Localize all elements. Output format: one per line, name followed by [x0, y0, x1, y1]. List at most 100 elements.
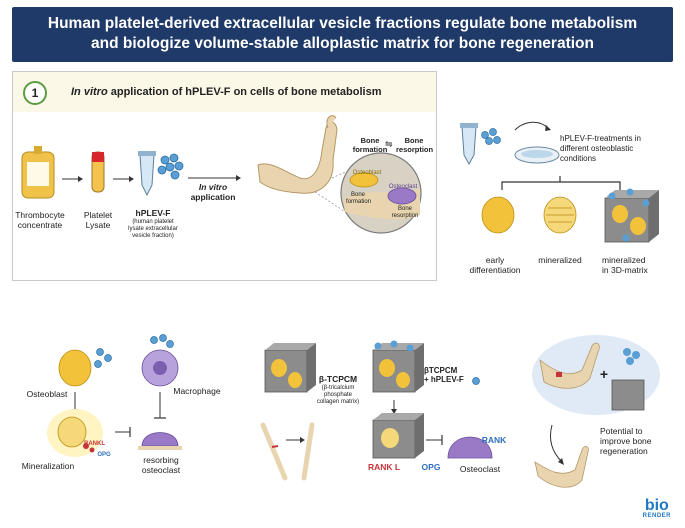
- early-osteoblast-icon: [481, 196, 515, 234]
- p4-osteoclast-label: Osteoclast: [459, 464, 501, 474]
- panel-1-heading: In vitro application of hPLEV-F on cells…: [71, 85, 416, 99]
- blood-bag-icon: [21, 146, 55, 199]
- p3-rankl-label: RANKL: [84, 441, 105, 447]
- hplev-sub-3: vesicle fraction): [132, 233, 174, 239]
- lysate-tube-icon: [91, 151, 105, 193]
- p3-opg-label: OPG: [97, 452, 111, 458]
- potential-label: Potential to improve bone regeneration: [600, 426, 670, 456]
- panel-1-heading-em: In vitro: [71, 86, 108, 98]
- title-banner: Human platelet-derived extracellular ves…: [12, 7, 673, 62]
- biorender-bio: bio: [644, 497, 669, 514]
- mineralizing-osteoblast-icon: [47, 409, 103, 457]
- thrombocyte-line-1: Thrombocyte: [15, 210, 65, 220]
- btcpcm-sub-2: phosphate: [323, 392, 353, 398]
- vesicle-icon: [472, 377, 480, 385]
- bone2-label: Bone: [404, 136, 424, 145]
- equilibrium-arrows-icon: ⇋: [385, 139, 393, 149]
- p3-mineralization-label: Mineralization: [21, 461, 75, 471]
- panel-1-header: [13, 72, 436, 112]
- vesicle-cluster-icon: [157, 153, 184, 180]
- plus-hplev-label: + hPLEV-F: [424, 375, 464, 384]
- btcpcm-sub-3: collagen matrix): [316, 399, 360, 405]
- zoom-osteoclast-label: Osteoclast: [388, 184, 418, 190]
- treatment-line-1: hPLEV-F-treatments in: [560, 134, 641, 143]
- panel-1-heading-rest: application of hPLEV-F on cells of bone …: [107, 86, 382, 98]
- potential-line-1: Potential to: [600, 426, 643, 436]
- panel-3-vesicles-icon: [94, 334, 174, 368]
- petri-dish-icon: [514, 146, 560, 164]
- mineralized-osteoblast-icon: [543, 196, 577, 234]
- regenerated-jaw-icon: [534, 446, 589, 488]
- thrombocyte-line-2: concentrate: [17, 220, 63, 230]
- hplev-label: hPLEV-F: [135, 208, 171, 218]
- hplev-sub-1: (human platelet: [132, 219, 174, 225]
- zoom-bone-formation-label: Bone formation: [346, 192, 372, 206]
- formation-label: formation: [352, 145, 388, 154]
- p3-macrophage-label: Macrophage: [173, 386, 221, 396]
- btcpcm-sub-1: (β-tricalcium: [321, 385, 355, 391]
- btcpcm-hplev-label: βTCPCM + hPLEV-F: [424, 366, 470, 384]
- zoom-bf-2: formation: [346, 199, 372, 205]
- hplev-sub-2: lysate extracellular: [128, 226, 178, 232]
- platelet-line-2: Lysate: [85, 220, 111, 230]
- resorption-label: resorption: [396, 145, 434, 154]
- panel-3-osteoblast-icon: [58, 349, 92, 387]
- resorbing-osteoclast-icon: [138, 432, 182, 450]
- eppendorf-tube-icon: [138, 151, 156, 197]
- panel-2-vesicles-icon: [481, 128, 501, 145]
- application-label: application: [190, 192, 236, 202]
- title-line-1: Human platelet-derived extracellular ves…: [47, 15, 638, 32]
- bone-label: Bone: [360, 136, 380, 145]
- panel-4-osteoclast-icon: [447, 436, 493, 459]
- zoom-br-2: resorption: [391, 213, 419, 219]
- hplev-sub-label: (human platelet lysate extracellular ves…: [118, 219, 188, 240]
- zoom-bone-resorption-label: Bone resorption: [390, 206, 420, 220]
- early-line-2: differentiation: [469, 265, 521, 275]
- p4-opg-label: OPG: [421, 462, 441, 472]
- early-line-1: early: [485, 255, 505, 265]
- potential-line-2: improve bone: [600, 436, 652, 446]
- panel-2-eppendorf-icon: [460, 123, 478, 166]
- title-line-2: and biologize volume-stable alloplastic …: [91, 35, 594, 52]
- btcpcm2-label: βTCPCM: [424, 366, 458, 375]
- long-bone-icon: [260, 422, 315, 481]
- invitro-label: In vitro: [198, 182, 228, 192]
- treatment-label: hPLEV-F-treatments in different osteobla…: [560, 134, 665, 164]
- btcpcm-matrix-icon: [264, 343, 316, 393]
- bone-remodelling-zoom-icon: [340, 152, 422, 234]
- potential-line-3: regeneration: [600, 446, 648, 456]
- mineralized3d-line-1: mineralized: [602, 255, 646, 265]
- jaw-bone-icon: [257, 115, 338, 194]
- treatment-line-3: conditions: [560, 154, 597, 163]
- btcpcm-sub-label: (β-tricalcium phosphate collagen matrix): [311, 385, 365, 406]
- conclusion-plus-label: +: [599, 366, 609, 382]
- treated-matrix-icon: [372, 413, 424, 459]
- treatment-line-2: different osteoblastic: [560, 144, 634, 153]
- thrombocyte-label: Thrombocyte concentrate: [10, 210, 70, 230]
- bone-formation-label: Bone formation: [350, 136, 390, 154]
- resorbing-line-2: osteoclast: [141, 465, 181, 475]
- macrophage-icon: [141, 349, 179, 387]
- p4-rankl-label: RANK L: [367, 462, 401, 472]
- p3-resorbing-label: resorbing osteoclast: [136, 455, 186, 475]
- zoom-br-1: Bone: [397, 206, 412, 212]
- btcpcm-hplev-matrix-icon: [372, 340, 424, 393]
- resorbing-line-1: resorbing: [143, 455, 179, 465]
- biorender-logo: bio RENDER: [643, 498, 671, 520]
- zoom-osteoblast-label: Osteoblast: [352, 170, 382, 176]
- mineralized-label: mineralized: [538, 255, 582, 265]
- bone-resorption-label: Bone resorption: [396, 136, 434, 154]
- early-differentiation-label: early differentiation: [464, 255, 526, 275]
- p4-rank-label: RANK: [481, 435, 507, 445]
- mineralized-3d-label: mineralized in 3D-matrix: [602, 255, 662, 275]
- platelet-label: Platelet Lysate: [78, 210, 118, 230]
- platelet-line-1: Platelet: [83, 210, 113, 220]
- matrix-3d-icon: [604, 188, 659, 243]
- biorender-render: RENDER: [642, 513, 671, 519]
- btcpcm-label: β-TCPCM: [318, 374, 358, 384]
- conclusion-oval-icon: [532, 335, 660, 415]
- p3-osteoblast-label: Osteoblast: [26, 389, 68, 399]
- mineralized3d-line-2: in 3D-matrix: [602, 265, 648, 275]
- panel-1-number: 1: [23, 81, 47, 105]
